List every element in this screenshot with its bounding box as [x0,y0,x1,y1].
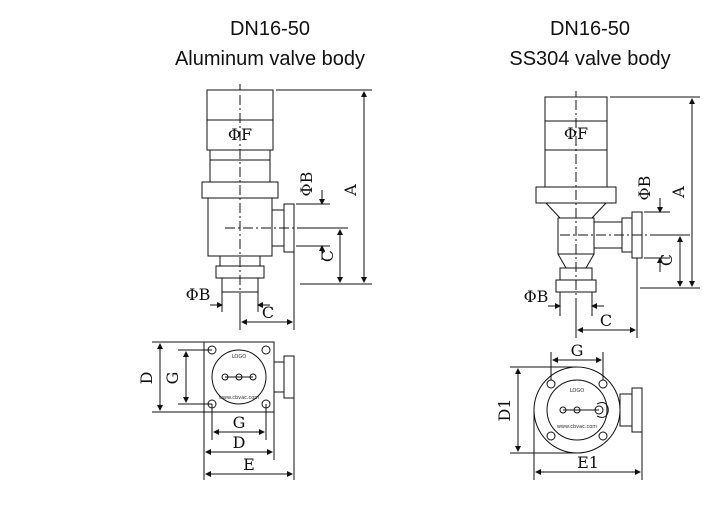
right-label-e1: E1 [577,453,599,472]
right-label-phi-f: ΦF [564,124,588,143]
right-top-view [510,352,643,480]
right-plate-logo: LOGO [570,388,584,394]
left-side-view [201,84,372,330]
left-diagram-title: DN16-50 Aluminum valve body [120,14,420,74]
left-label-d-vertical: D [137,372,156,385]
right-diagram-title: DN16-50 SS304 valve body [440,14,715,74]
left-label-c-bottom: C [262,303,274,322]
left-plate-url: www.cbvac.com [219,395,259,401]
right-title-line1: DN16-50 [549,18,631,40]
left-top-side-port [283,355,295,399]
right-label-phi-b-side: ΦB [635,176,654,201]
left-label-g-horizontal: G [233,413,246,432]
right-title-line2: SS304 valve body [509,48,671,70]
right-label-phi-b-bottom: ΦB [524,287,549,306]
left-label-e: E [243,455,255,474]
left-title-line1: DN16-50 [229,18,311,40]
right-label-c-bottom: C [600,311,612,330]
left-label-phi-f: ΦF [228,125,252,144]
right-plate-url: www.cbvac.com [557,424,597,430]
left-plate-logo: LOGO [232,354,246,360]
right-label-d1: D1 [495,398,514,421]
left-title-line2: Aluminum valve body [174,48,366,70]
right-top-side-port [631,387,643,433]
left-label-d-horizontal: D [233,433,246,452]
right-side-view [535,91,700,338]
right-label-g: G [571,341,584,360]
left-label-phi-b-side: ΦB [297,172,316,197]
left-label-c-side: C [318,250,337,262]
left-label-phi-b-bottom: ΦB [186,285,211,304]
right-label-a: A [669,186,688,199]
right-label-c-side: C [657,254,676,266]
left-label-g-vertical: G [163,372,182,385]
left-top-view [152,341,295,480]
left-plate-circle [211,349,267,405]
left-label-a: A [341,184,360,197]
